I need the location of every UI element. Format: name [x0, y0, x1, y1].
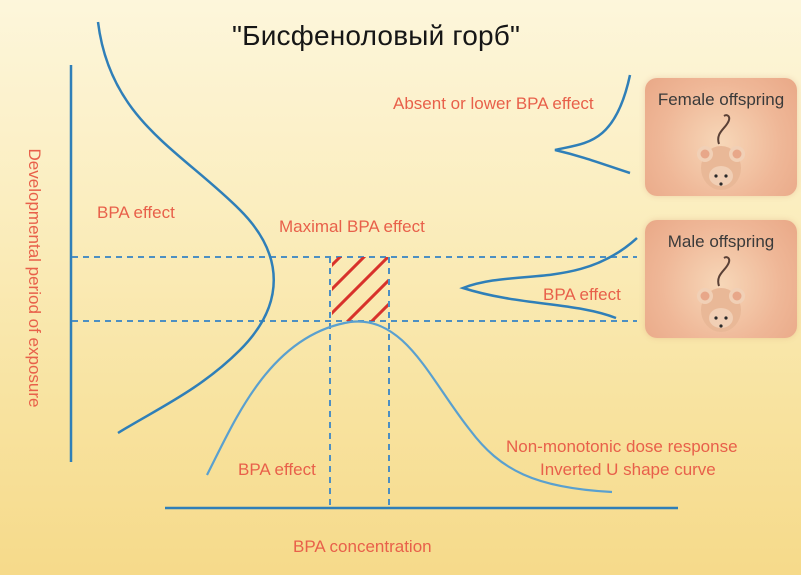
- female-response-curve: [554, 74, 632, 175]
- mouse-icon: [697, 256, 745, 332]
- maximal-effect-hatch: [332, 257, 388, 321]
- x-axis-label: BPA concentration: [293, 537, 432, 556]
- bpa-effect-bottom-label: BPA effect: [238, 460, 316, 479]
- male-response-curve: [459, 237, 638, 320]
- maximal-bpa-effect-label: Maximal BPA effect: [279, 217, 425, 236]
- inverted-u-curve: [206, 320, 613, 494]
- male-offspring-title: Male offspring: [667, 232, 775, 251]
- diagram-title: "Бисфеноловый горб": [232, 20, 521, 51]
- curve-description-line2: Inverted U shape curve: [540, 460, 716, 479]
- bpa-effect-left-label: BPA effect: [97, 203, 175, 222]
- absent-or-lower-effect-label: Absent or lower BPA effect: [393, 94, 594, 113]
- male-offspring-card: Male offspring: [645, 220, 797, 338]
- bpa-effect-male-label: BPA effect: [543, 285, 621, 304]
- sensitivity-curve-left: [96, 21, 275, 435]
- curve-description-line1: Non-monotonic dose response: [506, 437, 738, 456]
- female-offspring-card: Female offspring: [645, 78, 797, 196]
- mouse-icon: [697, 114, 745, 190]
- female-offspring-title: Female offspring: [657, 90, 785, 109]
- y-axis-label: Developmental period of exposure: [25, 148, 44, 408]
